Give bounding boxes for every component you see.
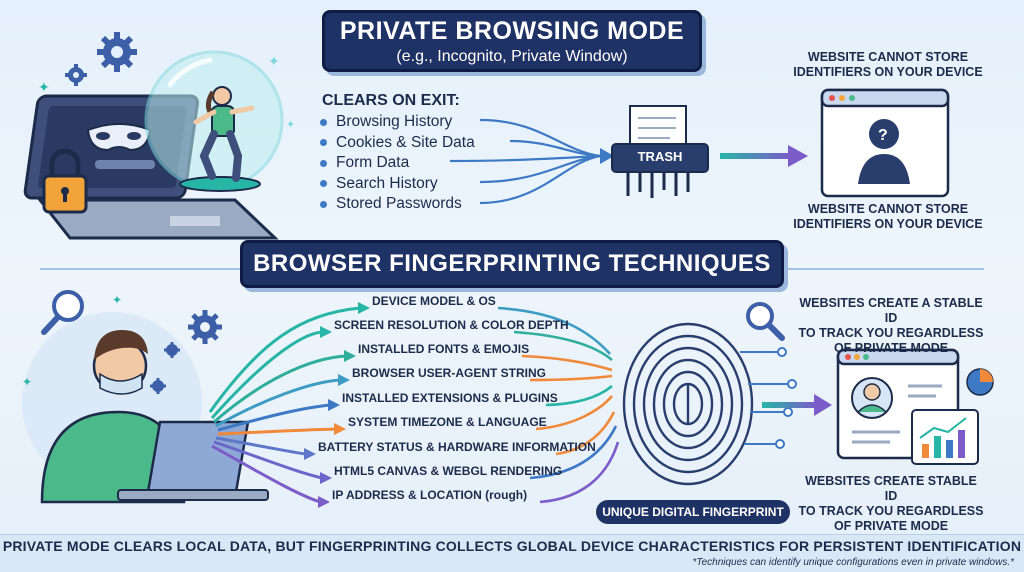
mask-icon xyxy=(86,123,155,169)
list-item: Search History xyxy=(320,174,475,195)
private-mode-title: PRIVATE BROWSING MODE xyxy=(339,17,685,45)
pie-chart-icon xyxy=(966,368,994,396)
trash-label: TRASH xyxy=(614,146,706,168)
svg-text:?: ? xyxy=(878,127,888,144)
arrow-right-icon xyxy=(720,145,808,167)
list-item: Form Data xyxy=(320,153,475,174)
person-silhouette-icon: ? xyxy=(858,119,910,184)
fingerprint-icon xyxy=(622,322,754,486)
lock-icon xyxy=(42,148,88,214)
magnifier-icon xyxy=(746,302,785,341)
clears-heading: CLEARS ON EXIT: xyxy=(322,92,460,109)
list-item: Browsing History xyxy=(320,112,475,133)
list-item: DEVICE MODEL & OS xyxy=(372,294,496,308)
bottom-illustration: ✦ ✦ xyxy=(22,290,994,508)
fingerprinting-title: BROWSER FINGERPRINTING TECHNIQUES xyxy=(253,250,771,277)
converge-arrows xyxy=(449,118,601,205)
gear-icon xyxy=(97,32,137,72)
footer-note: *Techniques can identify unique configur… xyxy=(692,557,1015,568)
footer-bar xyxy=(0,534,1024,572)
private-mode-subtitle: (e.g., Incognito, Private Window) xyxy=(396,48,628,65)
svg-text:✦: ✦ xyxy=(22,375,32,389)
svg-text:✦: ✦ xyxy=(112,293,122,307)
clears-list: Browsing History Cookies & Site Data For… xyxy=(320,112,475,215)
list-item: Cookies & Site Data xyxy=(320,133,475,154)
fan-arrows-right xyxy=(497,306,620,504)
gear-icon xyxy=(150,378,166,394)
list-item: SYSTEM TIMEZONE & LANGUAGE xyxy=(348,415,547,429)
bubble-icon xyxy=(144,50,284,192)
profile-dashboard-icon xyxy=(836,348,979,465)
list-item: BROWSER USER-AGENT STRING xyxy=(352,366,547,380)
arrow-right-icon xyxy=(762,394,832,416)
circuit-lines xyxy=(740,347,797,449)
list-item: SCREEN RESOLUTION & COLOR DEPTH xyxy=(334,318,569,332)
fingerprinting-title-box: BROWSER FINGERPRINTING TECHNIQUES xyxy=(240,240,784,288)
top-illustration: ✦ ✦ ✦ xyxy=(23,32,950,240)
list-item: Stored Passwords xyxy=(320,194,475,215)
arrow-right-icon xyxy=(600,148,614,164)
fan-arrows-left xyxy=(208,306,361,504)
svg-text:✦: ✦ xyxy=(286,118,295,131)
gear-icon xyxy=(164,342,180,358)
svg-text:✦: ✦ xyxy=(268,54,280,70)
svg-text:✦: ✦ xyxy=(38,80,50,96)
person-icon xyxy=(40,330,186,504)
list-item: IP ADDRESS & LOCATION (rough) xyxy=(332,488,528,502)
private-mode-title-box: PRIVATE BROWSING MODE (e.g., Incognito, … xyxy=(322,10,702,72)
list-item: HTML5 CANVAS & WEBGL RENDERING xyxy=(334,464,563,478)
gear-icon xyxy=(65,64,87,86)
arrow-right-icon xyxy=(304,302,370,508)
footer-summary: PRIVATE MODE CLEARS LOCAL DATA, BUT FING… xyxy=(2,538,1022,554)
list-item: BATTERY STATUS & HARDWARE INFORMATION xyxy=(318,440,596,454)
list-item: INSTALLED FONTS & EMOJIS xyxy=(358,342,530,356)
list-item: INSTALLED EXTENSIONS & PLUGINS xyxy=(342,391,558,405)
fingerprint-label: UNIQUE DIGITAL FINGERPRINT xyxy=(596,500,790,524)
magnifier-icon xyxy=(41,290,84,335)
gear-icon xyxy=(188,310,222,344)
